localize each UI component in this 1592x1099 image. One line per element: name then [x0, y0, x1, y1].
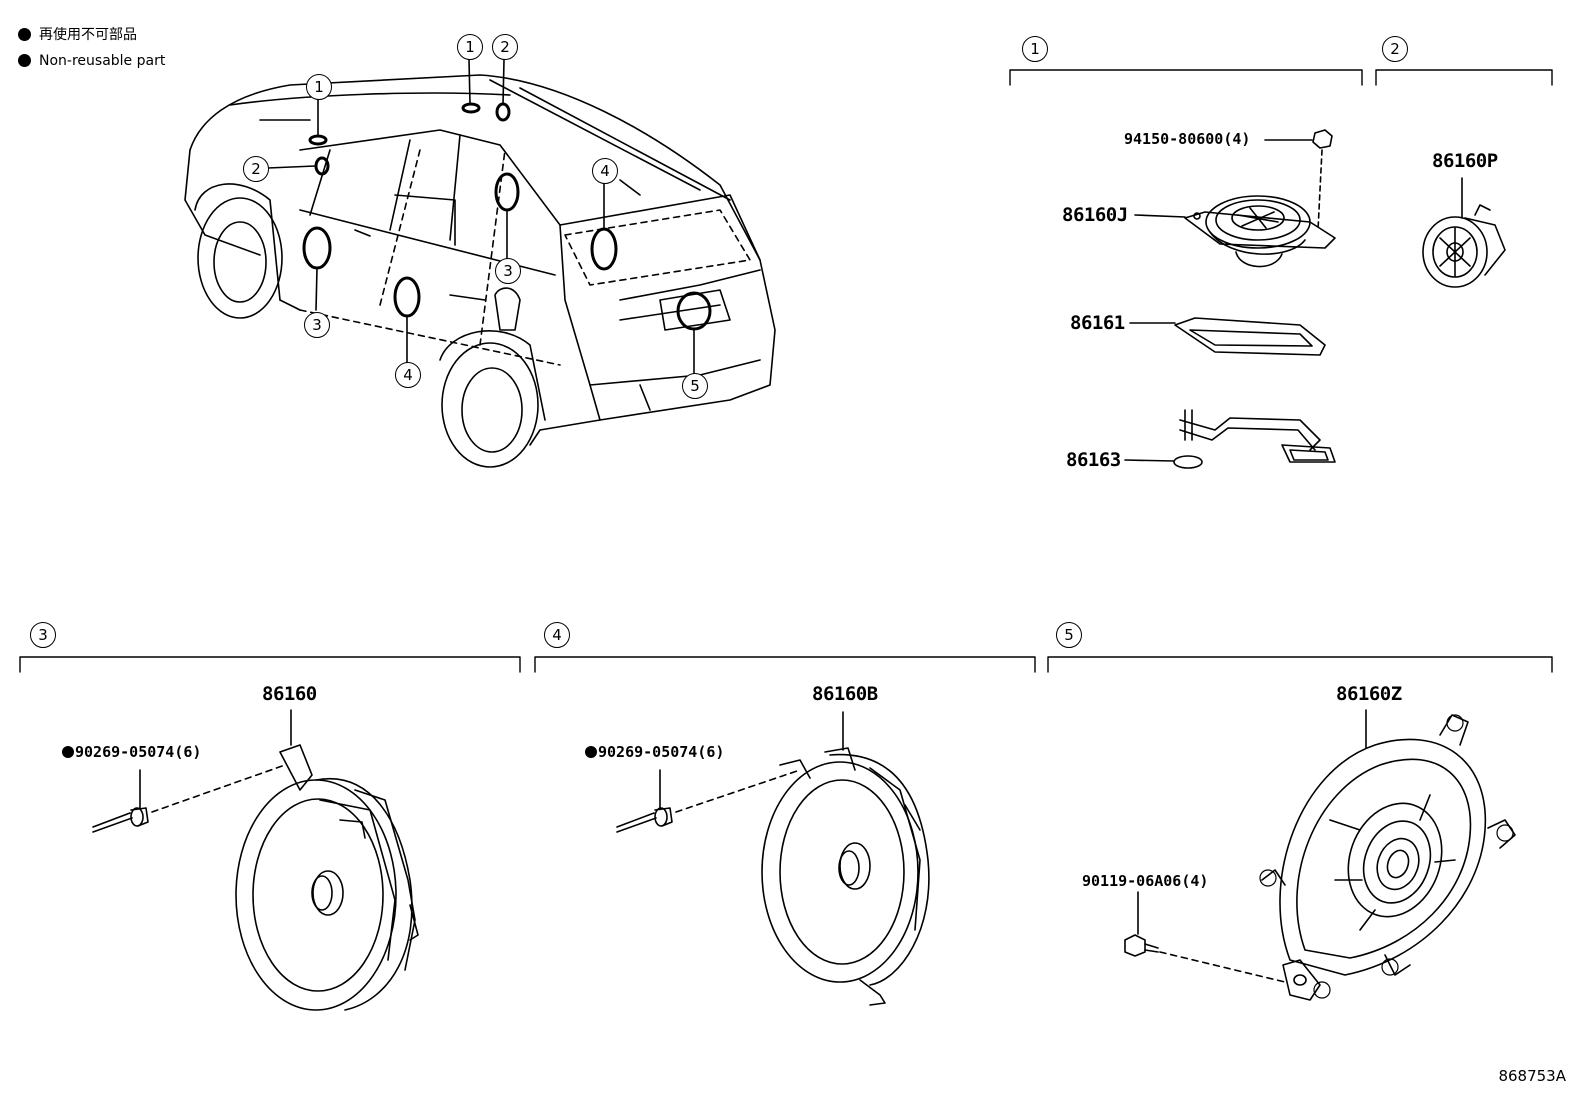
callout-5: 5: [682, 373, 708, 399]
callout-2: 2: [243, 156, 269, 182]
callout-3: 3: [304, 312, 330, 338]
bullet-icon: [18, 54, 31, 67]
group-marker-1: 1: [1022, 36, 1048, 62]
non-reusable-bullet-icon: [585, 746, 597, 758]
group-brackets: [19, 69, 1553, 673]
non-reusable-bullet-icon: [62, 746, 74, 758]
part-label-86160Z[interactable]: 86160Z: [1336, 683, 1402, 705]
group-marker-4: 4: [544, 622, 570, 648]
tweeter-location-1b: [461, 102, 481, 114]
part-label-86161[interactable]: 86161: [1070, 312, 1125, 334]
door-speaker-location-4a: [393, 276, 421, 318]
callout-4: 4: [395, 362, 421, 388]
figure-id: 868753A: [1498, 1067, 1566, 1085]
group-1-drawing: [1124, 129, 1336, 469]
bullet-icon: [18, 28, 31, 41]
group-marker-5: 5: [1056, 622, 1082, 648]
callout-3: 3: [495, 258, 521, 284]
legend-jp: 再使用不可部品: [18, 28, 137, 42]
group-marker-3: 3: [30, 622, 56, 648]
group-4-drawing: [616, 711, 930, 1006]
door-speaker-location-4b: [590, 227, 618, 271]
part-label-86160J[interactable]: 86160J: [1062, 204, 1128, 226]
callout-1: 1: [306, 74, 332, 100]
part-label-90269-05074-b[interactable]: 90269-05074(6): [585, 745, 724, 760]
part-label-90269-05074-a[interactable]: 90269-05074(6): [62, 745, 201, 760]
callout-2: 2: [492, 34, 518, 60]
part-label-86160[interactable]: 86160: [262, 683, 317, 705]
part-label-86160B[interactable]: 86160B: [812, 683, 878, 705]
group-5-drawing: [1124, 709, 1516, 1001]
tweeter-location-1a: [308, 134, 328, 146]
part-label-90119-06A06[interactable]: 90119-06A06(4): [1082, 872, 1209, 890]
legend-en: Non-reusable part: [18, 54, 165, 68]
part-label-86160P[interactable]: 86160P: [1432, 150, 1498, 172]
tweeter-location-2b: [495, 102, 511, 122]
part-label-94150-80600[interactable]: 94150-80600(4): [1124, 130, 1251, 148]
tweeter-location-2a: [314, 156, 330, 176]
vehicle-illustration: [184, 59, 776, 468]
callout-1: 1: [457, 34, 483, 60]
group-3-drawing: [92, 709, 419, 1011]
callout-4: 4: [592, 158, 618, 184]
group-2-drawing: [1422, 177, 1506, 288]
door-speaker-location-3a: [302, 226, 332, 270]
group-marker-2: 2: [1382, 36, 1408, 62]
part-label-86163[interactable]: 86163: [1066, 449, 1121, 471]
